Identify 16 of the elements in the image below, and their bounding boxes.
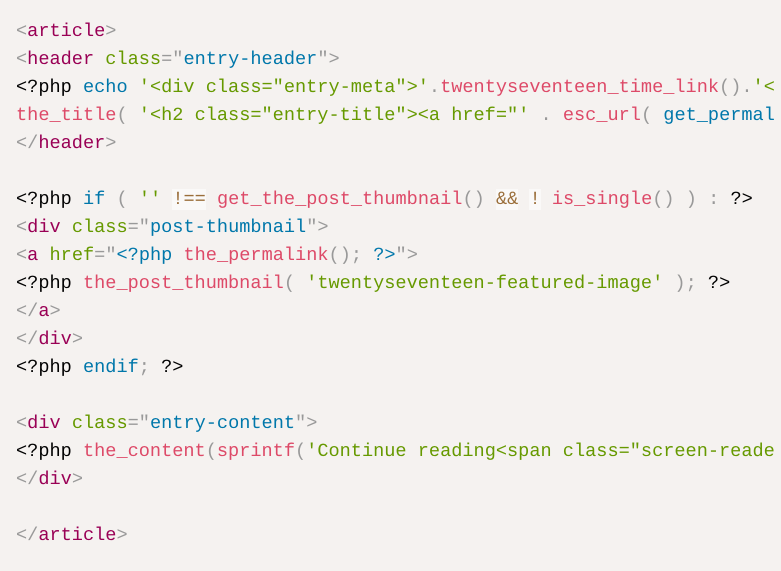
code-line: </div> xyxy=(16,328,83,352)
code-line: <div class="post-thumbnail"> xyxy=(16,216,329,240)
code-line: <?php the_post_thumbnail( 'twentyseventeen-featured-image' ); ?> xyxy=(16,272,730,296)
code-line: <article> xyxy=(16,20,116,44)
code-line: <?php the_content(sprintf('Continue reading<span class="screen-reade xyxy=(16,440,775,464)
code-line: <div class="entry-content"> xyxy=(16,412,318,436)
code-line: <a href="<?php the_permalink(); ?>"> xyxy=(16,244,418,268)
code-line: </header> xyxy=(16,132,116,156)
code-line: <?php endif; ?> xyxy=(16,356,184,380)
code-line: the_title( '<h2 class="entry-title"><a href="' . esc_url( get_permal xyxy=(16,104,775,128)
code-line: <header class="entry-header"> xyxy=(16,48,340,72)
code-line: <?php echo '<div class="entry-meta">'.twentyseventeen_time_link().'< xyxy=(16,76,775,100)
code-line: </a> xyxy=(16,300,61,324)
code-line: </div> xyxy=(16,468,83,492)
code-line: <?php if ( '' !== get_the_post_thumbnail() && ! is_single() ) : ?> xyxy=(16,188,753,212)
code-line: </article> xyxy=(16,524,128,548)
